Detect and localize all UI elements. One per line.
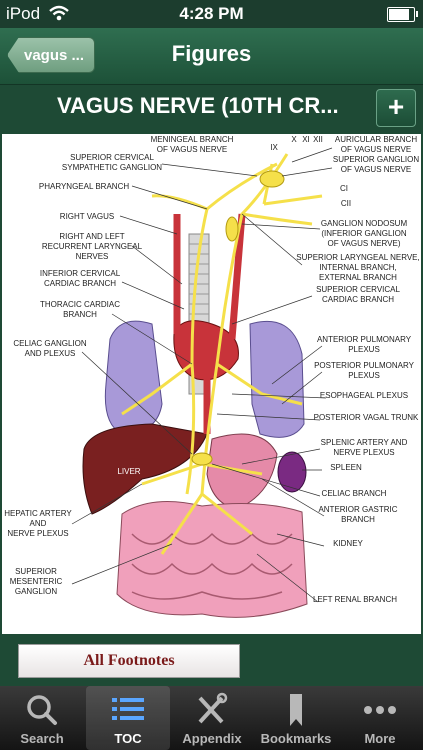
svg-text:SUPERIOR GANGLION: SUPERIOR GANGLION (333, 155, 419, 164)
liver (82, 423, 208, 515)
svg-text:PLEXUS: PLEXUS (348, 371, 380, 380)
tools-icon (198, 692, 228, 724)
figure-title-bar: VAGUS NERVE (10TH CR... + (0, 85, 423, 131)
tab-bar: Search TOC Appendix Bookmarks More (0, 686, 423, 750)
clock: 4:28 PM (179, 4, 244, 23)
svg-text:SYMPATHETIC GANGLION: SYMPATHETIC GANGLION (62, 163, 162, 172)
carrier-label: iPod (6, 4, 41, 23)
tab-label: TOC (114, 731, 142, 746)
svg-text:CI: CI (340, 184, 348, 193)
svg-text:PHARYNGEAL BRANCH: PHARYNGEAL BRANCH (39, 182, 129, 191)
vagus-nerve-illustration: SUPERIOR CERVICAL SYMPATHETIC GANGLION P… (4, 135, 420, 618)
svg-text:THORACIC CARDIAC: THORACIC CARDIAC (40, 300, 120, 309)
more-icon (364, 706, 396, 714)
svg-text:BRANCH: BRANCH (341, 515, 375, 524)
all-footnotes-button[interactable]: All Footnotes (18, 644, 240, 678)
svg-text:AND: AND (30, 519, 47, 528)
svg-text:GANGLION: GANGLION (15, 587, 57, 596)
svg-text:MESENTERIC: MESENTERIC (10, 577, 63, 586)
svg-text:OF VAGUS NERVE: OF VAGUS NERVE (157, 145, 227, 154)
svg-text:AND PLEXUS: AND PLEXUS (25, 349, 76, 358)
svg-text:PLEXUS: PLEXUS (348, 345, 380, 354)
svg-text:POSTERIOR VAGAL TRUNK: POSTERIOR VAGAL TRUNK (314, 413, 419, 422)
svg-text:NERVE PLEXUS: NERVE PLEXUS (7, 529, 68, 538)
svg-text:IX: IX (270, 143, 278, 152)
svg-text:GANGLION NODOSUM: GANGLION NODOSUM (321, 219, 408, 228)
svg-text:HEPATIC ARTERY: HEPATIC ARTERY (4, 509, 72, 518)
tab-more[interactable]: More (338, 686, 422, 750)
svg-text:X: X (291, 135, 297, 144)
svg-text:ANTERIOR GASTRIC: ANTERIOR GASTRIC (318, 505, 397, 514)
svg-text:OF VAGUS NERVE): OF VAGUS NERVE) (327, 239, 400, 248)
battery-icon (387, 7, 418, 22)
svg-text:SUPERIOR CERVICAL: SUPERIOR CERVICAL (70, 153, 154, 162)
svg-text:RIGHT AND LEFT: RIGHT AND LEFT (59, 232, 124, 241)
svg-text:AURICULAR BRANCH: AURICULAR BRANCH (335, 135, 417, 144)
footnote-bar: All Footnotes (0, 636, 423, 686)
svg-text:OF VAGUS NERVE: OF VAGUS NERVE (341, 165, 411, 174)
svg-text:XII: XII (313, 135, 323, 144)
svg-text:LEFT RENAL BRANCH: LEFT RENAL BRANCH (313, 595, 397, 604)
tab-appendix[interactable]: Appendix (170, 686, 254, 750)
svg-text:SPLEEN: SPLEEN (330, 463, 362, 472)
add-button[interactable]: + (376, 89, 416, 127)
svg-text:CELIAC BRANCH: CELIAC BRANCH (322, 489, 387, 498)
tab-toc[interactable]: TOC (86, 686, 170, 750)
wifi-icon (49, 5, 69, 21)
svg-text:POSTERIOR PULMONARY: POSTERIOR PULMONARY (314, 361, 415, 370)
svg-text:LIVER: LIVER (117, 467, 140, 476)
svg-text:CELIAC GANGLION: CELIAC GANGLION (13, 339, 87, 348)
svg-text:NERVE PLEXUS: NERVE PLEXUS (333, 448, 394, 457)
back-button[interactable]: vagus ... (7, 37, 95, 73)
search-icon (27, 695, 57, 725)
svg-text:SPLENIC ARTERY AND: SPLENIC ARTERY AND (321, 438, 408, 447)
tab-label: Appendix (182, 731, 242, 746)
status-bar: iPod 4:28 PM (0, 0, 423, 28)
svg-text:OF VAGUS NERVE: OF VAGUS NERVE (341, 145, 411, 154)
anatomy-figure[interactable]: SUPERIOR CERVICAL SYMPATHETIC GANGLION P… (2, 134, 421, 634)
svg-text:BRANCH: BRANCH (63, 310, 97, 319)
right-lung (104, 320, 163, 435)
svg-text:ESOPHAGEAL PLEXUS: ESOPHAGEAL PLEXUS (320, 391, 408, 400)
svg-text:RECURRENT LARYNGEAL: RECURRENT LARYNGEAL (42, 242, 143, 251)
svg-text:EXTERNAL BRANCH: EXTERNAL BRANCH (319, 273, 397, 282)
svg-text:INFERIOR CERVICAL: INFERIOR CERVICAL (40, 269, 121, 278)
svg-text:INTERNAL BRANCH,: INTERNAL BRANCH, (319, 263, 397, 272)
tab-label: More (364, 731, 396, 746)
navigation-bar: vagus ... Figures (0, 28, 423, 85)
nav-title: Figures (171, 41, 252, 66)
tab-bookmarks[interactable]: Bookmarks (254, 686, 338, 750)
svg-text:SUPERIOR CERVICAL: SUPERIOR CERVICAL (316, 285, 400, 294)
svg-text:CARDIAC BRANCH: CARDIAC BRANCH (322, 295, 394, 304)
svg-text:RIGHT VAGUS: RIGHT VAGUS (60, 212, 114, 221)
svg-text:CARDIAC BRANCH: CARDIAC BRANCH (44, 279, 116, 288)
svg-text:SUPERIOR LARYNGEAL NERVE,: SUPERIOR LARYNGEAL NERVE, (296, 253, 419, 262)
svg-text:XI: XI (302, 135, 310, 144)
vagus-nerves (121, 153, 323, 555)
svg-text:KIDNEY: KIDNEY (333, 539, 363, 548)
tab-label: Bookmarks (260, 731, 332, 746)
tab-search[interactable]: Search (0, 686, 84, 750)
intestines (116, 501, 308, 618)
svg-text:(INFERIOR GANGLION: (INFERIOR GANGLION (321, 229, 407, 238)
left-lung (249, 320, 305, 438)
bookmark-icon (290, 694, 302, 726)
svg-text:ANTERIOR PULMONARY: ANTERIOR PULMONARY (317, 335, 412, 344)
svg-text:SUPERIOR: SUPERIOR (15, 567, 57, 576)
svg-text:MENINGEAL BRANCH: MENINGEAL BRANCH (151, 135, 234, 144)
list-icon (112, 698, 144, 720)
tab-label: Search (20, 731, 64, 746)
figure-title[interactable]: VAGUS NERVE (10TH CR... (57, 93, 339, 118)
svg-text:NERVES: NERVES (76, 252, 109, 261)
spleen (277, 451, 307, 493)
svg-text:CII: CII (341, 199, 351, 208)
